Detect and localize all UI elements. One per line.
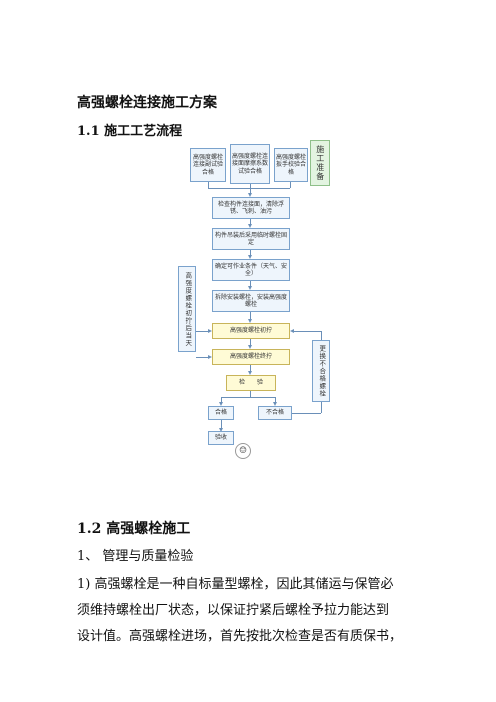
- smiley-face-icon: ☺: [235, 443, 251, 459]
- flow-box-final-tighten: 高强度螺栓终拧: [212, 349, 290, 365]
- flow-connector: [292, 331, 321, 332]
- section-heading-process: 1.1 施工工艺流程: [77, 124, 183, 139]
- flow-arrowhead: [247, 224, 252, 228]
- flow-connector: [250, 339, 251, 347]
- flow-connector: [196, 357, 210, 358]
- flow-connector: [275, 397, 276, 403]
- flow-arrowhead: [247, 286, 252, 290]
- flow-box-fail: 不合格: [258, 406, 292, 420]
- flow-connector: [250, 391, 251, 397]
- flow-box-temp-bolts: 构件吊装后采用临时螺栓固定: [212, 228, 290, 250]
- flow-connector: [292, 413, 321, 414]
- flow-box-friction-test: 高强度螺栓连接面摩擦系数试验合格: [230, 144, 270, 184]
- flow-connector: [290, 182, 291, 188]
- flow-arrowhead: [208, 354, 212, 359]
- flow-connector: [221, 397, 222, 403]
- flow-arrowhead: [247, 255, 252, 259]
- paragraph-line: 设计值。高强螺栓进场，首先按批次检查是否有质保书，: [77, 629, 403, 644]
- flow-arrowhead: [218, 402, 223, 406]
- flow-connector: [321, 331, 322, 340]
- process-flowchart: 高强度螺栓连接副试验合格 高强度螺栓连接面摩擦系数试验合格 高强度螺栓扳手校验合…: [178, 138, 338, 464]
- flow-connector: [250, 184, 251, 194]
- flow-arrowhead: [247, 371, 252, 375]
- document-title: 高强螺栓连接施工方案: [77, 95, 217, 111]
- flow-connector: [250, 281, 251, 288]
- flow-box-bolt-test: 高强度螺栓连接副试验合格: [190, 148, 226, 182]
- flow-connector: [250, 250, 251, 257]
- flow-box-inspect-surface: 检查构件连接面，清除浮锈、飞刺、油污: [212, 197, 290, 219]
- flow-box-acceptance: 验收: [208, 431, 234, 445]
- flow-connector: [250, 219, 251, 226]
- flow-box-conditions: 确定可作业条件（天气、安全）: [212, 259, 290, 281]
- flow-box-initial-tighten: 高强度螺栓初拧: [212, 323, 290, 339]
- flow-connector: [208, 182, 209, 188]
- flow-arrowhead: [290, 328, 294, 333]
- subsection-item: 1、 管理与质量检验: [77, 549, 194, 564]
- flow-box-preparation: 施工准备: [310, 140, 330, 186]
- flow-box-replace-bolts: 更换不合格螺栓: [312, 340, 330, 402]
- paragraph-line: 1) 高强螺栓是一种自标量型螺栓，因此其储运与保管必: [77, 577, 394, 592]
- flow-arrowhead: [218, 428, 223, 432]
- flow-connector: [221, 420, 222, 430]
- flow-connector: [221, 397, 275, 398]
- flow-arrowhead: [247, 319, 252, 323]
- flow-arrowhead: [247, 345, 252, 349]
- flow-connector: [321, 402, 322, 413]
- flow-box-pass: 合格: [208, 406, 234, 420]
- flow-arrowhead: [208, 328, 212, 333]
- flow-connector: [196, 331, 210, 332]
- flow-connector: [250, 312, 251, 321]
- flow-box-inspection: 检 验: [226, 375, 276, 391]
- flow-arrowhead: [247, 193, 252, 197]
- flow-connector: [250, 365, 251, 373]
- flow-box-same-day-note: 高强度螺栓初拧后当天: [178, 266, 196, 352]
- section-heading-bolt-construction: 1.2 高强螺栓施工: [77, 521, 191, 537]
- paragraph-line: 须维持螺栓出厂状态，以保证拧紧后螺栓予拉力能达到: [77, 603, 390, 618]
- flow-arrowhead: [272, 402, 277, 406]
- flow-box-wrench-test: 高强度螺栓扳手校验合格: [274, 148, 308, 182]
- flow-connector: [208, 188, 290, 189]
- flow-box-install-bolts: 拆除安装螺栓，安装高强度螺栓: [212, 290, 290, 312]
